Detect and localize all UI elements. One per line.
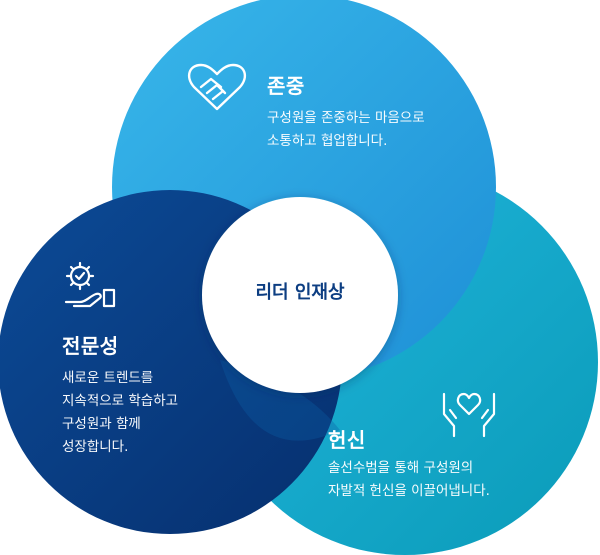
- hands-heart-icon: [442, 392, 496, 438]
- center-label: 리더 인재상: [255, 282, 345, 303]
- respect-desc: 구성원을 존중하는 마음으로 소통하고 협업합니다.: [267, 110, 425, 149]
- respect-title: 존중: [267, 74, 305, 98]
- overlap-lower: [220, 360, 340, 441]
- dedication-desc: 솔선수범을 통해 구성원의 자발적 헌신을 이끌어냅니다.: [328, 460, 490, 499]
- expertise-desc: 새로운 트렌드를 지속적으로 학습하고 구성원과 함께 성장합니다.: [62, 370, 179, 455]
- expertise-title: 전문성: [62, 334, 119, 358]
- dedication-title: 헌신: [328, 428, 366, 452]
- center-circle: [202, 197, 398, 393]
- handshake-heart-icon: [187, 63, 247, 111]
- gear-hand-icon: [64, 261, 116, 308]
